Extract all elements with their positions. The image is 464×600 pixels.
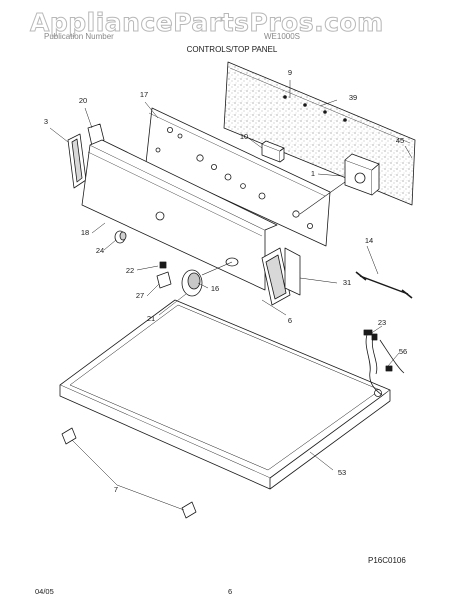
- diagram-title: CONTROLS/TOP PANEL: [186, 45, 278, 54]
- control-panel-backplate: [145, 107, 331, 247]
- hinge-clip-part: [61, 427, 197, 519]
- part-number-label: 3: [43, 117, 49, 126]
- part-number-label: 20: [78, 96, 88, 105]
- timer-part: [299, 153, 380, 215]
- part-number-label: 39: [348, 93, 358, 102]
- page-number: 6: [228, 587, 233, 596]
- model-number: WE1000S: [264, 32, 301, 41]
- part-number-label: 7: [113, 485, 119, 494]
- part-number-label: 18: [80, 228, 90, 237]
- part-number-label: 9: [287, 68, 293, 77]
- part-number-label: 27: [135, 291, 145, 300]
- switch-part: [261, 140, 285, 163]
- wire-harness-part: [363, 329, 405, 396]
- left-end-cap-part: [67, 123, 105, 189]
- drawing-code: P16C0106: [368, 556, 406, 565]
- part-number-label: 45: [395, 136, 405, 145]
- publication-label: Publication Number: [44, 32, 114, 41]
- part-number-label: 17: [139, 90, 149, 99]
- screw-row-part: [283, 95, 347, 122]
- part-number-label: 22: [125, 266, 135, 275]
- part-number-label: 6: [287, 316, 293, 325]
- top-panel-part: [59, 299, 391, 490]
- part-number-label: 23: [377, 318, 387, 327]
- part-number-label: 21: [146, 314, 156, 323]
- footer-date: 04/05: [35, 587, 54, 596]
- part-number-label: 56: [398, 347, 408, 356]
- clip-part: [159, 261, 167, 269]
- right-end-cap-part: [261, 247, 301, 306]
- console-part: [81, 139, 278, 291]
- leader-lines: [49, 80, 413, 511]
- push-button-part: [114, 230, 127, 244]
- part-number-label: 14: [364, 236, 374, 245]
- part-number-label: 53: [337, 468, 347, 477]
- watermark-logo: AppliancePartsPros.com: [30, 8, 384, 38]
- part-number-label: 16: [210, 284, 220, 293]
- part-number-label: 10: [239, 132, 249, 141]
- part-number-label: 24: [95, 246, 105, 255]
- spring-part: [156, 271, 172, 289]
- timer-knob-part: [181, 261, 233, 297]
- part-number-label: 31: [342, 278, 352, 287]
- part-number-label: 1: [310, 169, 316, 178]
- strap-part: [355, 271, 413, 299]
